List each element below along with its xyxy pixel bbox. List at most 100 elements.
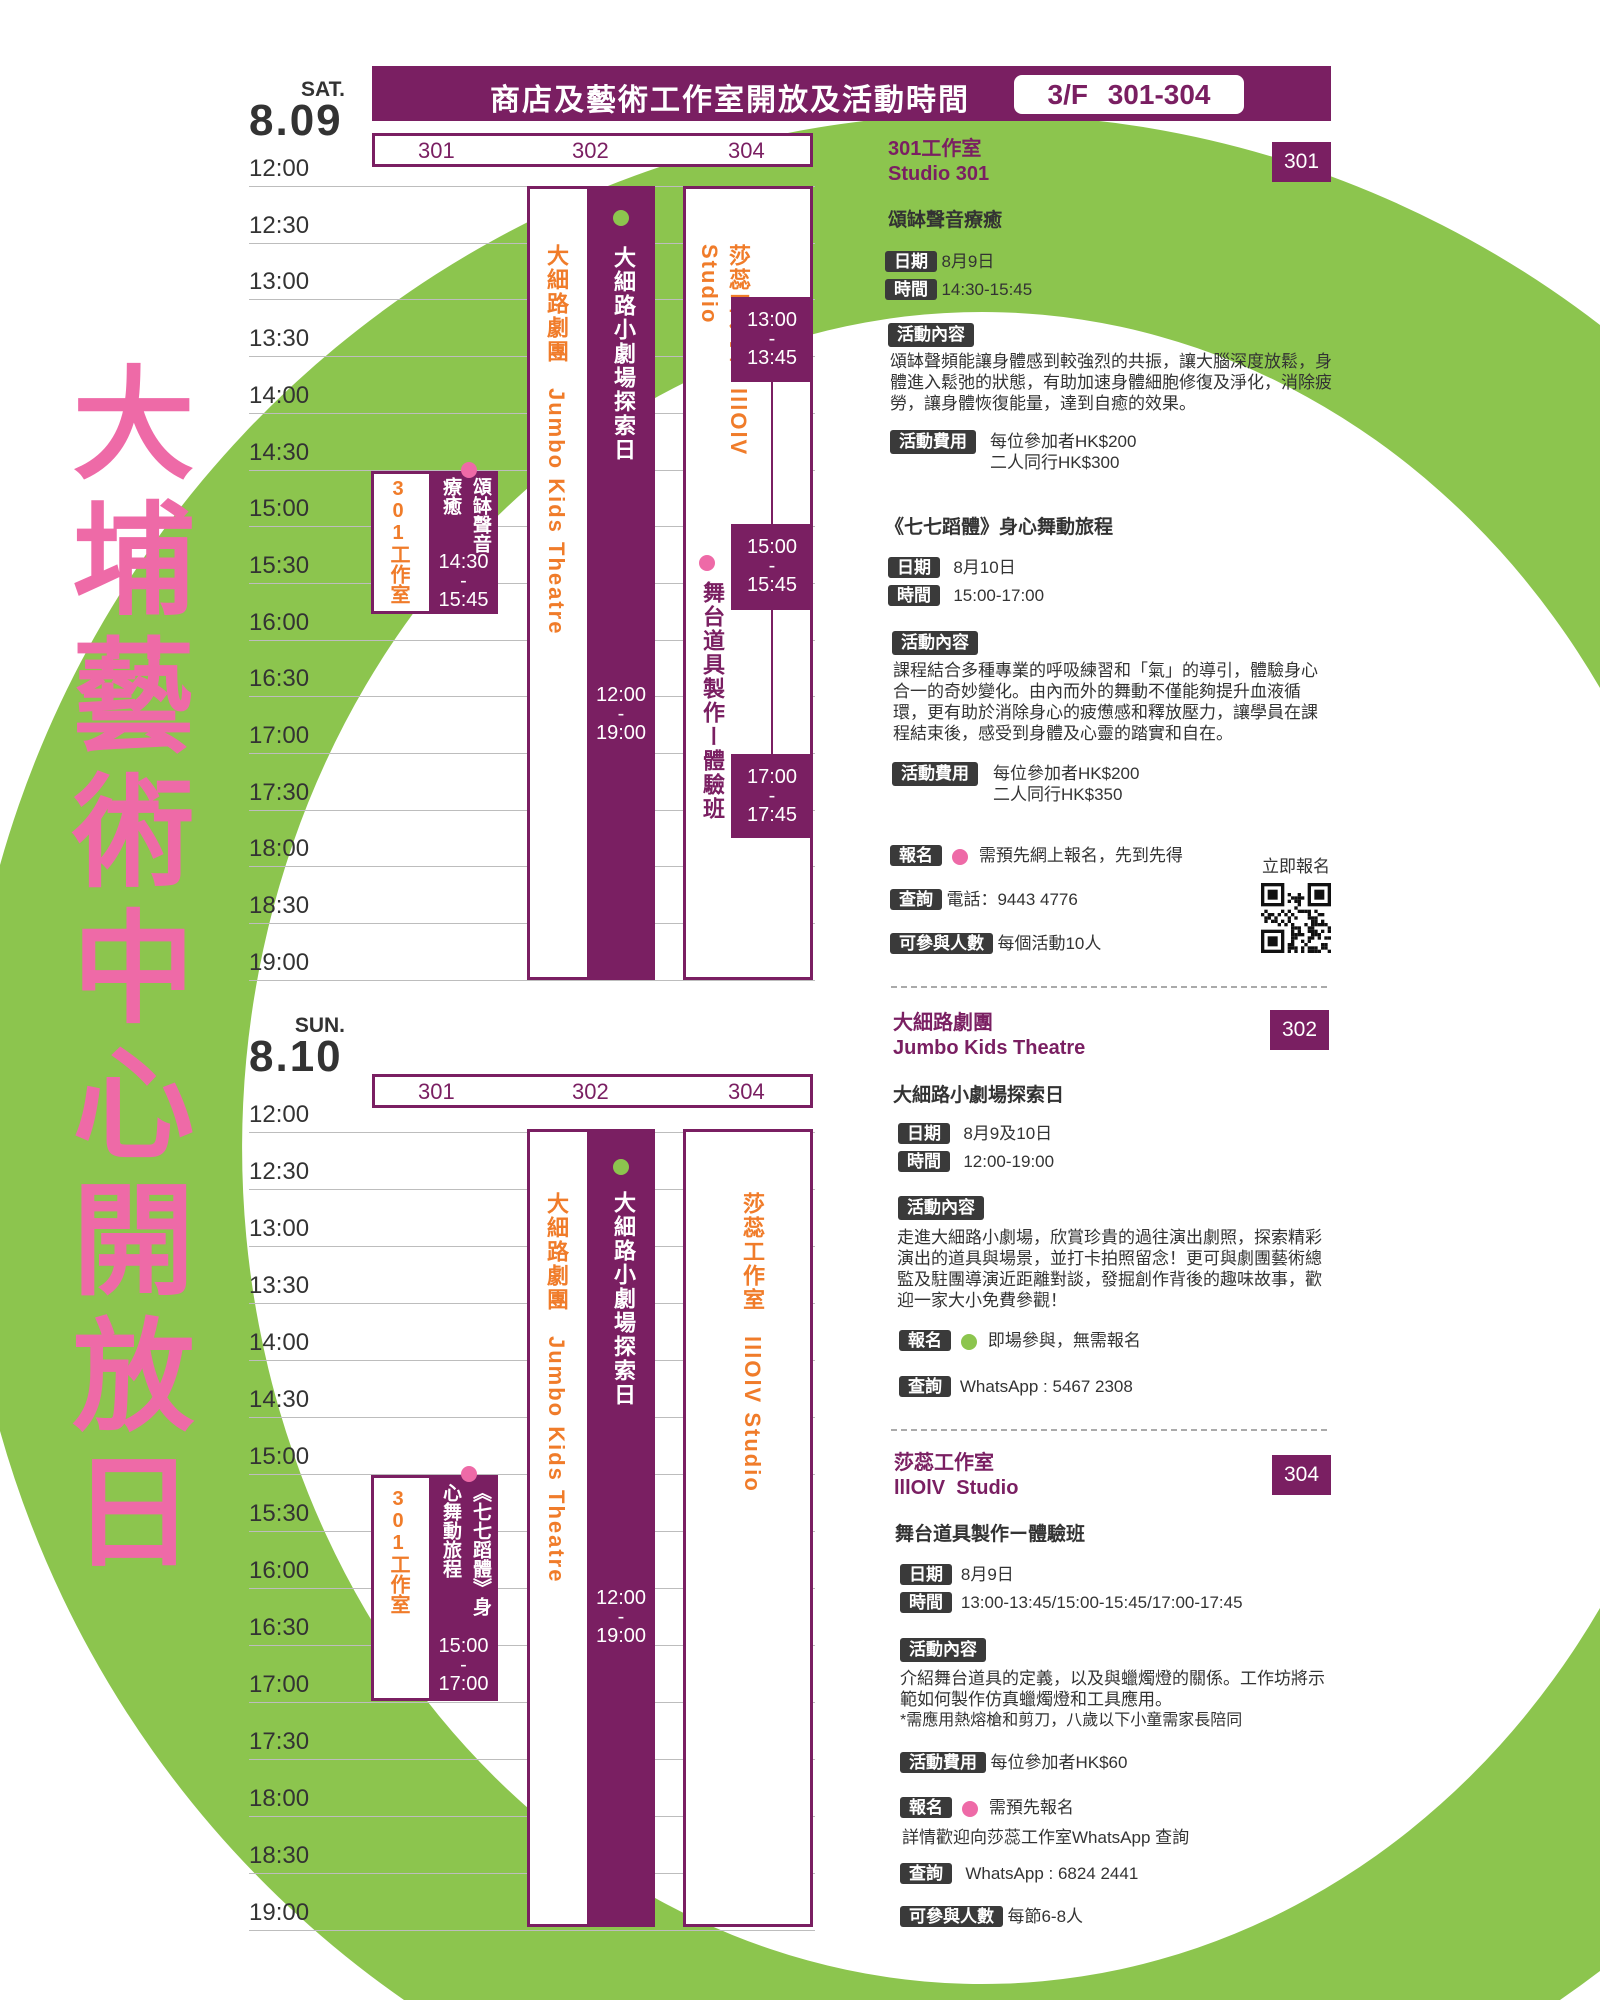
event-panel: 大細路小劇場探索日 12:00-19:00: [587, 186, 655, 980]
date-row: 日期 8月9日: [885, 251, 994, 273]
signup-row: 報名 需預先報名: [900, 1797, 1074, 1819]
weekday: SAT.: [301, 78, 345, 101]
sat-302-column[interactable]: 大細路劇團 Jumbo Kids Theatre 大細路小劇場探索日 12:00…: [527, 186, 655, 980]
event-title: 頌缽聲音療癒: [888, 210, 1003, 231]
content-text: 走進大細路小劇場，欣賞珍貴的過往演出劇照，探索精彩演出的道具與場景，並打卡拍照留…: [897, 1228, 1322, 1310]
time-label: 17:30: [249, 778, 310, 806]
date-row: 日期 8月9及10日: [898, 1123, 1052, 1145]
content-label: 活動內容: [898, 1196, 984, 1220]
event-panel: 《七七蹈體》身心舞動旅程 15:00-17:00: [429, 1475, 498, 1701]
enquiry-row: 查詢 WhatsApp : 6824 2441: [900, 1863, 1138, 1885]
slot-3[interactable]: 17:00-17:45: [731, 754, 813, 838]
time-label: 18:00: [249, 835, 310, 863]
fee-label: 活動費用: [892, 762, 978, 786]
event-title: 頌缽聲音療癒: [440, 477, 491, 553]
date: 8.10: [249, 1032, 343, 1081]
header-title: 商店及藝術工作室開放及活動時間: [490, 84, 970, 117]
walk-in-dot: [613, 210, 629, 226]
time-label: 16:30: [249, 665, 310, 693]
fee-label: 活動費用: [890, 430, 976, 454]
content-text: 頌缽聲頻能讓身體感到較強烈的共振，讓大腦深度放鬆，身體進入鬆弛的狀態，有助加速身…: [890, 352, 1332, 413]
signup-row: 報名 需預先網上報名，先到先得: [890, 845, 1183, 867]
time-label: 13:30: [249, 325, 310, 353]
enquiry-row: 查詢 電話：9443 4776: [890, 889, 1078, 911]
event-time: 12:00-19:00: [595, 1587, 647, 1647]
qr-label: 立即報名: [1262, 857, 1330, 876]
signup-note: 詳情歡迎向莎蕊工作室WhatsApp 查詢: [902, 1828, 1190, 1847]
studio-label: 301工作室: [387, 478, 409, 604]
event-time: 14:30-15:45: [438, 551, 489, 611]
org-label: 大細路劇團 Jumbo Kids Theatre: [544, 244, 569, 636]
walk-in-dot: [613, 1159, 629, 1175]
sat-301-event-block[interactable]: 301工作室 頌缽聲音療癒 14:30-15:45: [371, 462, 498, 614]
sun-date: SUN. 8.10: [249, 1014, 345, 1084]
sun-302-column[interactable]: 大細路劇團 Jumbo Kids Theatre 大細路小劇場探索日 12:00…: [527, 1129, 655, 1927]
time-label: 12:00: [249, 155, 310, 182]
time-label: 17:30: [249, 1728, 310, 1755]
weekday: SUN.: [294, 1014, 345, 1037]
event-panel: 大細路小劇場探索日 12:00-19:00: [587, 1129, 655, 1927]
time-label: 18:30: [249, 1842, 310, 1869]
signup-required-dot: [461, 462, 477, 478]
room-304: 304: [728, 1079, 765, 1104]
grid-line: [249, 979, 815, 981]
studio-label: 301工作室: [387, 1488, 409, 1614]
time-label: 18:00: [249, 1785, 310, 1812]
main-title: 大埔藝術中心開放日: [52, 360, 194, 1584]
event-time: 15:00-17:00: [438, 1635, 489, 1695]
time-label: 12:00: [249, 1101, 310, 1128]
time-label: 14:00: [249, 381, 310, 409]
sun-304-column[interactable]: 莎蕊工作室 lllOlV Studio: [683, 1129, 813, 1927]
content-text: 介紹舞台道具的定義，以及與蠟燭燈的關係。工作坊將示範如何製作仿真蠟燭燈和工具應用…: [900, 1669, 1325, 1729]
event-title: 《七七蹈體》身心舞動旅程: [885, 517, 1114, 538]
signup-required-dot: [461, 1466, 477, 1482]
time-label: 12:30: [249, 1158, 310, 1185]
divider: [891, 986, 1327, 988]
header-bar: 商店及藝術工作室開放及活動時間 3/F 301-304: [372, 66, 1331, 121]
date: 8.09: [249, 96, 343, 145]
time-label: 19:00: [249, 948, 310, 976]
time-label: 14:00: [249, 1329, 310, 1356]
time-label: 13:30: [249, 1272, 310, 1299]
time-row: 時間 12:00-19:00: [898, 1151, 1054, 1173]
room-302: 302: [572, 138, 609, 163]
time-label: 15:00: [249, 495, 310, 523]
content-label: 活動內容: [892, 631, 978, 655]
capacity-row: 可參與人數 每個活動10人: [890, 933, 1101, 955]
capacity-row: 可參與人數 每節6-8人: [900, 1906, 1083, 1928]
sat-304-column[interactable]: 莎蕊工作室 lllOlV Studio 舞台道具製作ー體驗班 13:00-13:…: [683, 186, 813, 980]
event-panel: 頌缽聲音療癒 14:30-15:45: [429, 471, 498, 614]
sun-301-event-block[interactable]: 301工作室 《七七蹈體》身心舞動旅程 15:00-17:00: [371, 1466, 498, 1701]
time-label: 15:30: [249, 1500, 310, 1527]
slot-2[interactable]: 15:00-15:45: [731, 524, 813, 610]
time-label: 12:30: [249, 211, 310, 239]
room-badge-302: 302: [1270, 1010, 1329, 1050]
content-text: 課程結合多種專業的呼吸練習和「氣」的導引，體驗身心合一的奇妙變化。由內而外的舞動…: [893, 661, 1318, 743]
date-row: 日期 8月9日: [900, 1564, 1014, 1586]
time-row: 時間 14:30-15:45: [885, 279, 1032, 301]
time-label: 14:30: [249, 438, 310, 466]
time-label: 16:00: [249, 1557, 310, 1584]
signup-required-dot: [699, 555, 715, 571]
divider: [891, 1429, 1327, 1431]
fee-row: 活動費用 每位參加者HK$60: [900, 1752, 1127, 1774]
slot-1[interactable]: 13:00-13:45: [731, 297, 813, 382]
floor-badge: 3/F 301-304: [1014, 75, 1244, 114]
qr-code-icon[interactable]: [1261, 883, 1331, 953]
room-301: 301: [418, 1079, 455, 1104]
time-label: 13:00: [249, 268, 310, 296]
event-title: 《七七蹈體》身心舞動旅程: [440, 1483, 491, 1616]
room-304: 304: [728, 138, 765, 163]
time-label: 17:00: [249, 1671, 310, 1698]
time-label: 19:00: [249, 1899, 310, 1926]
room-badge-304: 304: [1272, 1455, 1331, 1495]
signup-row: 報名 即場參與，無需報名: [899, 1330, 1141, 1352]
time-label: 16:00: [249, 608, 310, 636]
content-label: 活動內容: [888, 323, 974, 347]
org-label: 莎蕊工作室 lllOlV Studio: [697, 244, 751, 457]
time-label: 13:00: [249, 1215, 310, 1242]
